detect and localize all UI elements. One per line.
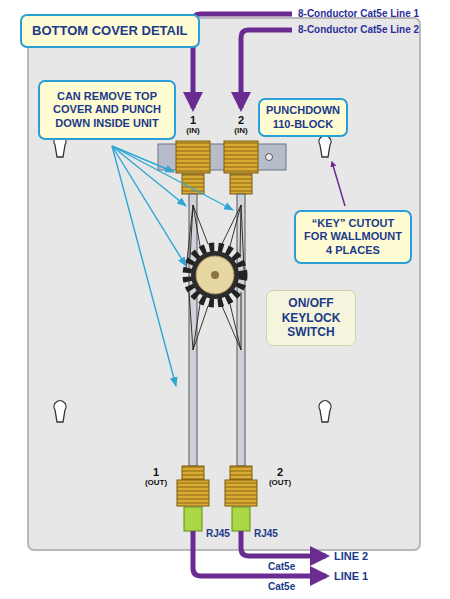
port-direction: (OUT) bbox=[269, 479, 291, 488]
callout-box: “KEY” CUTOUT FOR WALLMOUNT 4 PLACES bbox=[294, 210, 412, 264]
callout-text: PUNCHDOWN 110-BLOCK bbox=[264, 104, 342, 130]
port-direction: (OUT) bbox=[145, 479, 167, 488]
port-number: 1 bbox=[190, 114, 196, 126]
leader-lines bbox=[112, 146, 233, 386]
line-label: LINE 1 bbox=[334, 570, 368, 582]
callout-box: ON/OFF KEYLOCK SWITCH bbox=[266, 290, 356, 346]
port-direction: (IN) bbox=[186, 127, 199, 136]
line-label: LINE 2 bbox=[334, 550, 368, 562]
incoming-cables bbox=[193, 14, 292, 108]
port-number: 2 bbox=[277, 466, 283, 478]
cover-plate bbox=[28, 18, 420, 550]
cable-label: 8-Conductor Cat5e Line 2 bbox=[298, 24, 419, 35]
connector-label: RJ45 bbox=[206, 528, 230, 539]
diagram-title: BOTTOM COVER DETAIL bbox=[32, 23, 188, 39]
port-direction: (IN) bbox=[234, 127, 247, 136]
port-number: 2 bbox=[238, 114, 244, 126]
callout-text: “KEY” CUTOUT FOR WALLMOUNT 4 PLACES bbox=[300, 217, 406, 257]
switch-wires bbox=[186, 205, 244, 350]
keyhole-leader bbox=[332, 162, 345, 206]
internal-cables bbox=[189, 194, 245, 466]
callout-text: CAN REMOVE TOP COVER AND PUNCH DOWN INSI… bbox=[44, 90, 170, 130]
keylock-switch bbox=[187, 247, 243, 303]
output-connectors bbox=[177, 466, 257, 506]
rj45-plugs bbox=[184, 507, 250, 531]
cable-type: Cat5e bbox=[268, 581, 295, 592]
block-screw bbox=[266, 154, 273, 161]
callout-box: CAN REMOVE TOP COVER AND PUNCH DOWN INSI… bbox=[38, 80, 176, 140]
callout-box: PUNCHDOWN 110-BLOCK bbox=[258, 98, 348, 137]
title-box: BOTTOM COVER DETAIL bbox=[20, 14, 200, 48]
callout-text: ON/OFF KEYLOCK SWITCH bbox=[271, 296, 351, 339]
cable-label: 8-Conductor Cat5e Line 1 bbox=[298, 8, 419, 19]
cable-type: Cat5e bbox=[268, 561, 295, 572]
port-number: 1 bbox=[153, 466, 159, 478]
connector-label: RJ45 bbox=[254, 528, 278, 539]
